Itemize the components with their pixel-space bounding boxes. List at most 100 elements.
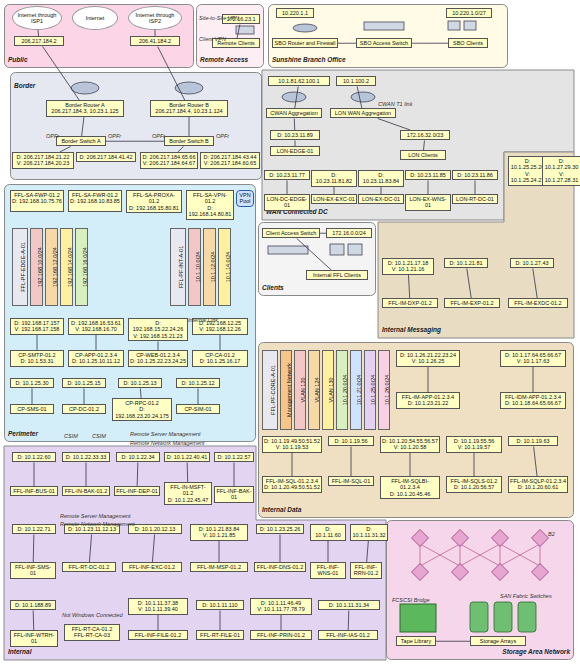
cloud-shape: Internet [72, 6, 118, 30]
node-text: D: 10.1.25.30 [12, 380, 52, 386]
node-text: D: 10.1.27.29.30 [544, 158, 579, 171]
zone-title: Public [8, 56, 28, 63]
connector [328, 541, 329, 562]
node-text: D: 10.23.11.83.84 [360, 172, 402, 185]
node-text: D: 192.168.23.20.24.175 [114, 406, 170, 419]
zone-title-holder: Remote Access [200, 48, 248, 66]
node-text: FFL-INF-SMS-01 [12, 564, 54, 577]
node-text: D: 10.1.25.22.23.24.25 [130, 358, 186, 364]
connector [34, 462, 35, 486]
device-box: CWAN Aggregation [266, 108, 322, 118]
node-text: V: 10.1.19.57 [448, 444, 500, 450]
node-text: D: 206.217.184.43.44 [202, 154, 258, 160]
node-text: D: 10.1.11.60 [312, 526, 344, 539]
connector [158, 615, 159, 630]
device-box: LON-EX-EXC-01 [311, 194, 357, 204]
device-box: FFL-SA-FWP-01.2D: 192.168.10.75.76 [10, 190, 64, 212]
node-text: 172.16.32.0/23 [402, 132, 448, 138]
band-text: VLAN 130 [328, 377, 334, 402]
device-box: Border Switch B [164, 136, 214, 146]
tape-library [400, 604, 436, 632]
vlan-band: 192.168.10.0/24 [30, 228, 43, 306]
device-box: FFL-INF-RRN-01.2 [350, 562, 382, 579]
vlan-band: 192.168.16.0/24 [75, 228, 88, 306]
band-text: 192.168.16.0/24 [82, 247, 88, 287]
node-text: FFL-IDM-APP-01.2.3.4 [502, 394, 564, 400]
node-text: D: 10.1.20.45.46 [382, 491, 438, 497]
node-text: D: 10.1.23.21.22 [398, 400, 458, 406]
vlan-band: VLAN 120 [294, 350, 306, 430]
band-text: Management Network [286, 363, 292, 417]
label-holder: CSIM [92, 424, 106, 442]
node-text: V: 10.1.20.58 [382, 444, 438, 450]
device-box: CP-WEB-01.2.3.4D: 10.1.25.22.23.24.25 [128, 350, 188, 367]
band-text-holder: 192.168.12.0/24 [43, 247, 61, 287]
zone-region: Perimeter FFL-SA-FWP-01.2D: 192.168.10.75… [4, 184, 256, 442]
device-box: FFL-INF-IAS-01.2 [318, 630, 378, 640]
node-text: D: 10.23.11.77 [266, 172, 308, 178]
vlan-band: Management Network [280, 350, 292, 430]
device-box: D: 10.1.20.54.55.56.57V: 10.1.20.58 [380, 436, 440, 453]
node-text: SBO Router and Firewall [274, 40, 336, 46]
node-text: LON-DC-EDGE-01 [266, 196, 308, 209]
vlan-band: 10.1.14.0/24 [218, 228, 231, 306]
node-text: FFL-INF-FILE-01.2 [130, 632, 186, 638]
device-box: Storage Arrays [470, 636, 526, 646]
band-text-holder: 192.168.14.0/24 [58, 247, 76, 287]
node-text: D: 10.23.11.85 [407, 172, 449, 178]
node-text: D: 10.1.20.12.13 [130, 526, 180, 532]
device-box: 206.217.184.2 [14, 36, 64, 46]
cloud-shape: Internet through ISP1 [12, 6, 62, 30]
device-box: CP-SMTP-01.2D: 10.1.53.31 [10, 350, 64, 367]
device-box: FFL-INF-BAK-01 [214, 486, 254, 503]
device-box: D: 10.23.11.89 [270, 130, 320, 140]
vlan-band: 10.1.25.0/24 [364, 350, 376, 430]
device-box: D: 192.168.16.53.61V: 192.168.16.70 [68, 318, 124, 335]
node-text: D: 10.1.25.25.26 [510, 158, 545, 171]
node-text: FFL-IM-DXP-01.2 [384, 300, 436, 306]
node-text: D: 10.1.25.15 [64, 380, 104, 386]
label-holder: CSIM [64, 424, 78, 442]
node-text: FFL-INF-BUS-01 [12, 488, 56, 494]
zone-title-holder: Internal Messaging [382, 318, 441, 336]
node-text: V: 192.168.16.70 [70, 326, 122, 332]
device-box: LON Clients [400, 150, 446, 160]
node-text: D: 10.23.11.81.82 [313, 172, 355, 185]
note-label: FCSCSI Bridge [392, 597, 430, 603]
zone-title-holder: Sunshine Branch Office [272, 48, 346, 66]
zone-title: Border [14, 82, 35, 89]
label-holder: CWAN T1 link [378, 92, 412, 110]
zone-title: Perimeter [8, 430, 38, 437]
connector [533, 367, 534, 392]
storage-array [518, 602, 536, 632]
device-box: D: 206.217.184.43.44V: 206.217.184.60.65 [200, 152, 260, 169]
node-text: FFL-INF-WNS-01 [312, 564, 344, 577]
zone-region: Sunshine Branch Office10.220.1.110.220.1… [268, 4, 508, 68]
note-label: OPFr [108, 133, 121, 139]
node-text: FFL-IM-SQL-01 [330, 478, 372, 484]
band-text-holder: 10.1.26.0/24 [375, 375, 393, 406]
band-text-holder: 10.1.10.0/24 [186, 252, 204, 283]
device-box: LON WAN Aggregation [330, 108, 396, 118]
band-text-holder: 10.1.21.0/24 [347, 375, 365, 406]
device-box: FFL-IM-MSP-01.2 [190, 562, 248, 572]
vlan-band: VLAN 124 [308, 350, 320, 430]
band-text-holder: 10.1.20.0/24 [333, 375, 351, 406]
device-box: Tape Library [396, 636, 436, 646]
label-holder: Remote Network Management [130, 431, 205, 449]
node-text: D: 192.168.14.80.81 [188, 205, 232, 218]
connector [351, 446, 352, 476]
device-box: FFL-IN-MSFT-01.2D: 10.1.22.45.47 [164, 482, 212, 505]
node-text: D: 10.23.11.89 [272, 132, 318, 138]
router-symbol [175, 82, 203, 94]
node-text: D: 206.217.184.65.66 [142, 154, 196, 160]
node-text: Border Switch B [166, 138, 212, 144]
node-text: D: 10.1.21.83.84 [192, 526, 246, 532]
node-text: FFL-SA-PROXA-01.2 [128, 192, 180, 205]
device-box: FFL-IM-SQL-01 [328, 476, 374, 486]
device-box: FFL-IDM-APP-01.2.3.4D: 10.1.18.64.65.66.… [500, 392, 566, 409]
node-text: D: 206.217.184.41.42 [78, 154, 134, 160]
device-box: CP-SIM-01 [176, 404, 220, 414]
device-box: D: 10.1.25.15 [62, 378, 106, 388]
node-text: LON-EX-EXC-01 [313, 196, 355, 202]
